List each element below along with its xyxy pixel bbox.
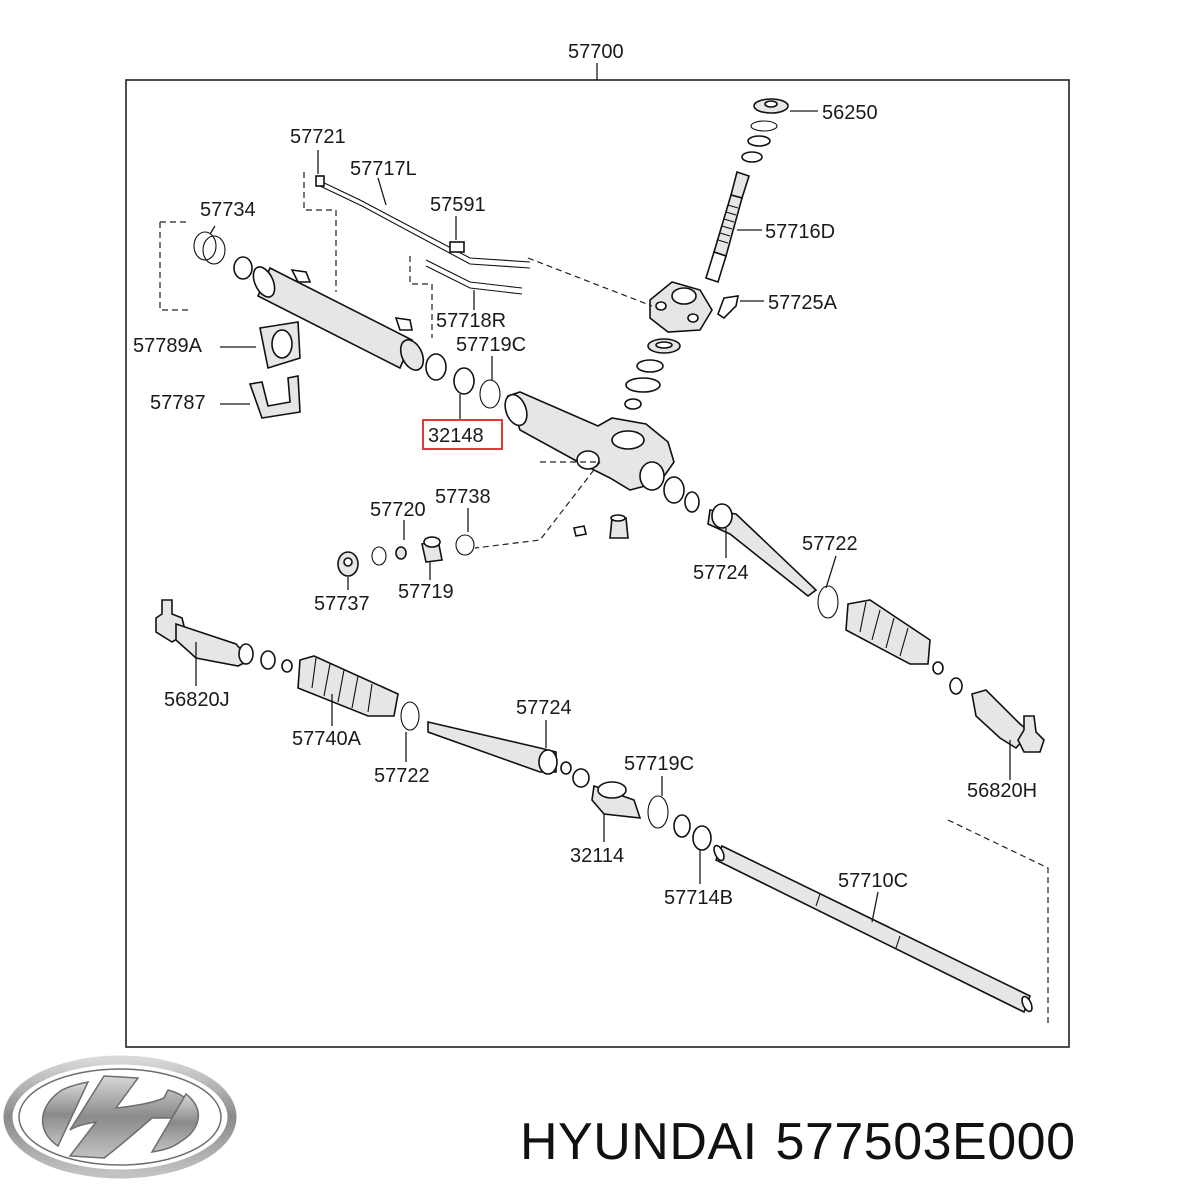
- part-label-57719C-top: 57719C: [456, 334, 526, 356]
- feed-pipes: [315, 175, 531, 295]
- part-label-57740A: 57740A: [292, 728, 362, 750]
- part-label-57737: 57737: [314, 593, 370, 615]
- part-label-57591: 57591: [430, 194, 486, 216]
- part-label-56820J: 56820J: [164, 689, 230, 711]
- rack-yoke-parts: [337, 534, 475, 577]
- leader-lines: [195, 110, 1011, 923]
- rack-housing: [504, 391, 700, 539]
- part-label-32114: 32114: [570, 845, 624, 867]
- part-label-57714B: 57714B: [664, 887, 733, 909]
- part-label-57719C-bottom: 57719C: [624, 753, 694, 775]
- part-label-57789A: 57789A: [133, 335, 203, 357]
- part-label-56250: 56250: [822, 102, 878, 124]
- part-label-56820H: 56820H: [967, 780, 1037, 802]
- seal-rings: [193, 231, 253, 280]
- part-labels: 57700 56250 57721 57717L 57734 57591 577…: [133, 41, 1037, 909]
- part-label-57710C: 57710C: [838, 870, 908, 892]
- inner-tie-rod-left: [427, 720, 590, 788]
- pinion-assembly: [705, 98, 789, 284]
- part-label-57721: 57721: [290, 126, 346, 148]
- inner-tie-rod-right: [707, 503, 839, 619]
- valve-housing: [624, 281, 740, 410]
- mounting-bush: [248, 321, 301, 419]
- diagram-frame: [125, 79, 1070, 1048]
- part-label-57724-bottom: 57724: [516, 697, 572, 719]
- part-label-57720: 57720: [370, 499, 426, 521]
- part-label-57724-right: 57724: [693, 562, 749, 584]
- part-label-57722-left: 57722: [374, 765, 430, 787]
- brand-name: HYUNDAI: [520, 1113, 758, 1171]
- tie-rod-end-right: [971, 689, 1045, 753]
- footer-caption: HYUNDAI 577503E000: [520, 1112, 1094, 1172]
- part-label-57718R: 57718R: [436, 310, 506, 332]
- part-label-57719: 57719: [398, 581, 454, 603]
- part-label-57738: 57738: [435, 486, 491, 508]
- part-label-57722-right: 57722: [802, 533, 858, 555]
- rack-bushing-group: [591, 781, 712, 851]
- part-label-57787: 57787: [150, 392, 206, 414]
- part-label-57725A: 57725A: [768, 292, 838, 314]
- reference-dashes: [159, 172, 1049, 1024]
- part-label-57717L: 57717L: [350, 158, 417, 180]
- part-label-57716D: 57716D: [765, 221, 835, 243]
- hyundai-logo: [3, 1055, 237, 1179]
- cylinder-tube: [252, 266, 501, 409]
- tie-rod-end-left: [155, 599, 293, 673]
- dust-boot-left: [297, 655, 420, 731]
- part-number: 577503E000: [775, 1113, 1076, 1171]
- part-label-32148: 32148: [428, 425, 484, 447]
- assembly-number-label: 57700: [568, 41, 624, 63]
- highlighted-part-box: [422, 419, 503, 450]
- part-label-57734: 57734: [200, 199, 256, 221]
- rack-bar: [713, 844, 1033, 1014]
- dust-boot-right: [845, 599, 963, 695]
